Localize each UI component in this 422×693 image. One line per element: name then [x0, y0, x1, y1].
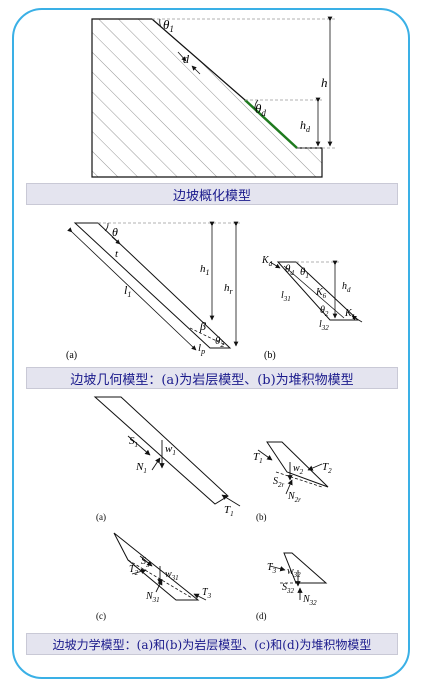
t1b-label: T1	[253, 451, 263, 465]
figure-mechanics-deposit-c: S3 T2 w31 N31 T3 (c)	[96, 532, 212, 621]
figure-mechanics-rock-a: S1 w1 N1 T1 (a)	[93, 396, 241, 522]
theta2-label-b: θ2	[320, 305, 329, 318]
lp-label: lp	[198, 342, 205, 356]
t1-arrow	[221, 494, 241, 507]
n32-label: N32	[302, 594, 317, 607]
s3-label: S3	[141, 556, 150, 569]
figure-mechanics-deposit-d: T3 w32 S32 N32 (d)	[256, 552, 328, 621]
n31-label: N31	[145, 591, 160, 604]
hd-label-b: hd	[342, 281, 351, 294]
toe-dash	[189, 327, 226, 346]
subfig-3a-label: (a)	[96, 512, 106, 522]
t-label: t	[115, 248, 119, 260]
theta-label: θ	[112, 225, 118, 239]
caption-geometry-model: 边坡几何模型：(a)为岩层模型、(b)为堆积物模型	[26, 367, 398, 389]
n2-label: N2r	[287, 491, 301, 504]
t-arrow	[111, 236, 121, 245]
caption-mechanics-model: 边坡力学模型：(a)和(b)为岩层模型、(c)和(d)为堆积物模型	[26, 633, 398, 655]
h-label: h	[321, 75, 328, 90]
kd-arrow	[269, 261, 281, 269]
l1-label: l1	[124, 283, 131, 299]
t1-label: T1	[224, 504, 234, 518]
n31-arrow	[155, 579, 163, 593]
rock-slab-a	[93, 396, 229, 505]
s32-label: S32	[282, 582, 295, 595]
figure-mechanics-rock-b: T1 w2 T2 S2r N2r (b)	[253, 441, 332, 522]
s1-arrow	[127, 435, 151, 456]
l32-label: l32	[319, 319, 329, 332]
t2c-arrow	[131, 568, 147, 575]
t3d-label: T3	[267, 562, 277, 575]
subfig-3d-label: (d)	[256, 611, 267, 621]
t3c-label: T3	[202, 587, 212, 600]
t2-arrow	[307, 463, 323, 471]
k1-arrow	[351, 315, 363, 323]
d-label: d	[183, 52, 190, 66]
wedge-b	[266, 441, 329, 488]
n1-arrow	[151, 457, 161, 471]
caption-generalized-model: 边坡概化模型	[26, 183, 398, 205]
subfig-b-label: (b)	[264, 350, 276, 361]
t1b-arrow	[257, 449, 273, 461]
s3-arrow	[139, 555, 153, 567]
figure-geometry-rock: θ t l1 h1 hr β θ2 lp (a)	[66, 221, 240, 361]
d-arrow-2	[191, 65, 201, 75]
beta-label: β	[199, 319, 206, 333]
l31-label: l31	[281, 290, 291, 303]
figure-geometry-deposit: Kd θd θ1 l31 K6 hd θ2 K1 l32 (b)	[261, 255, 363, 361]
theta1-arc	[159, 18, 162, 28]
theta1-label: θ1	[163, 17, 174, 34]
theta2-label: θ2	[215, 335, 224, 349]
t3d-arrow	[269, 565, 286, 572]
k1-label: K1	[344, 308, 355, 321]
rock-slab	[73, 222, 232, 349]
kb-label: K6	[315, 287, 327, 300]
t2-label: T2	[322, 461, 332, 475]
wedge-c	[113, 532, 200, 601]
slope-body	[91, 18, 323, 178]
outer-frame	[12, 8, 410, 679]
wedge-b-dash	[275, 471, 323, 488]
theta-arc	[104, 222, 109, 232]
thetad-label: θd	[255, 101, 266, 118]
h1-label: h1	[200, 263, 210, 277]
subfig-3c-label: (c)	[96, 611, 106, 621]
subfig-a-label: (a)	[66, 350, 77, 361]
s1-label: S1	[129, 435, 138, 449]
l1-dimension	[67, 227, 197, 351]
d-arrow	[177, 51, 187, 62]
subfig-3b-label: (b)	[256, 512, 267, 522]
s2-label: S2r	[273, 476, 285, 489]
w1-label: w1	[165, 443, 176, 457]
t2c-label: T2	[129, 564, 139, 577]
w31-label: w31	[165, 569, 179, 582]
thetad-arc	[254, 99, 259, 110]
hr-label: hr	[224, 282, 234, 296]
theta1-label-b: θ1	[300, 266, 309, 280]
w32-label: w32	[287, 566, 301, 579]
n1-label: N1	[135, 461, 147, 475]
thetad-label-b: θd	[285, 263, 294, 277]
w2-label: w2	[293, 463, 304, 476]
figure-generalized-slope: θ1 d θd h hd	[91, 16, 335, 178]
n2-arrow	[285, 479, 293, 495]
kd-label: Kd	[261, 255, 273, 268]
t3c-arrow	[193, 593, 207, 601]
slope-surface-layer	[244, 99, 298, 149]
hd-label: hd	[300, 118, 311, 134]
